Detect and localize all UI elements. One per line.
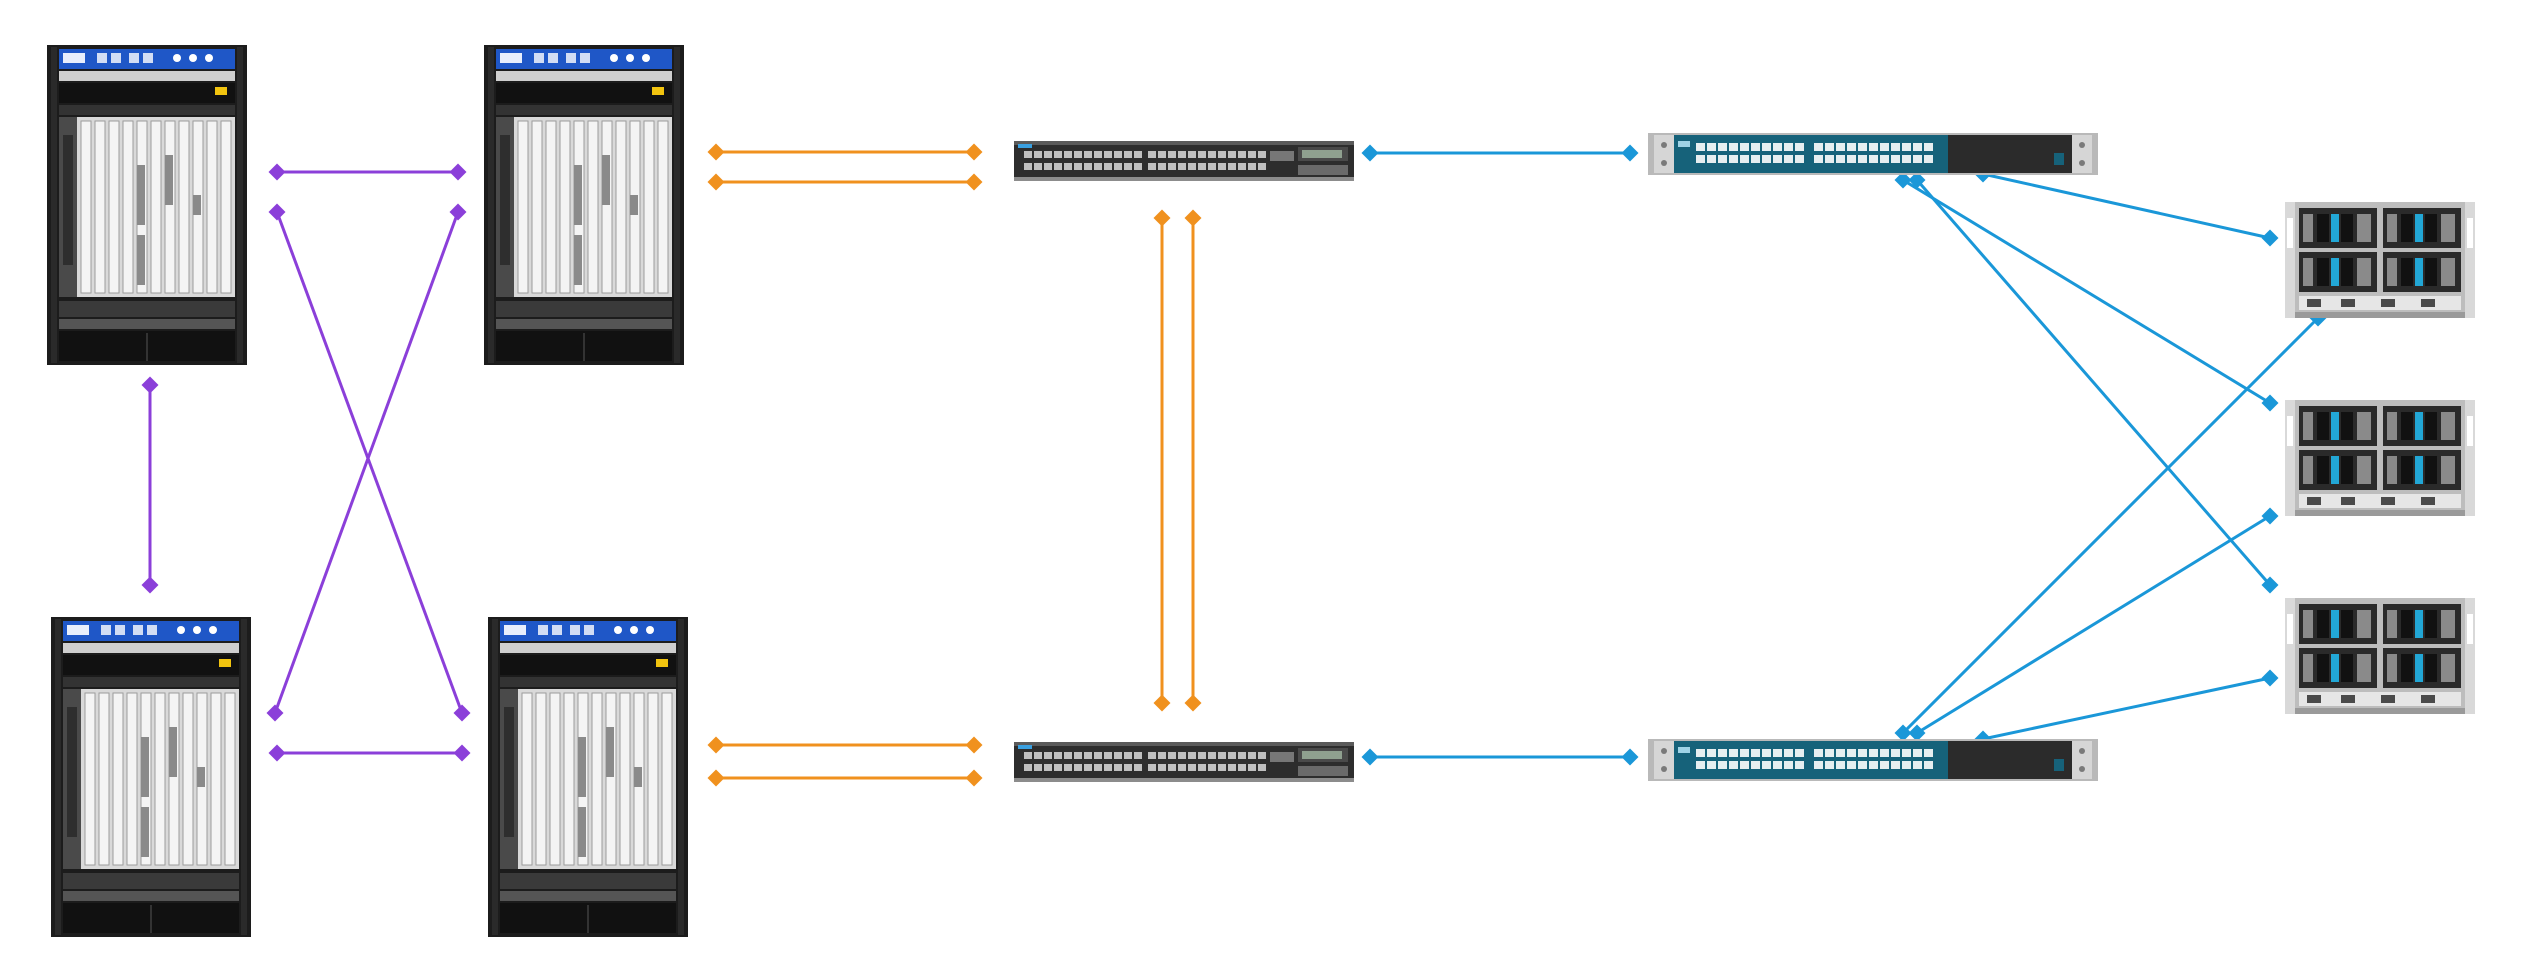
link-endpoint-diamond — [1361, 144, 1379, 162]
link-endpoint-diamond — [707, 769, 725, 787]
link-line — [1902, 178, 2271, 405]
link-core-router-top-left-to-core-router-bottom-right — [268, 203, 471, 722]
link-endpoint-diamond — [965, 143, 983, 161]
aggregation-switches — [1014, 141, 1354, 782]
agg-switch-top[interactable] — [1014, 141, 1354, 181]
link-line — [1901, 316, 2320, 735]
blade-server-2[interactable] — [2285, 400, 2475, 516]
blade-server-3[interactable] — [2285, 598, 2475, 714]
link-agg-switch-top-to-access-switch-top — [1361, 144, 1639, 162]
link-endpoint-diamond — [2261, 229, 2279, 247]
link-core-router-top-left-to-core-router-bottom-left — [141, 376, 159, 594]
core-router-top-right[interactable] — [483, 44, 685, 366]
link-agg-switch-top-to-agg-switch-bottom — [1153, 209, 1171, 712]
blade-servers — [2285, 202, 2475, 714]
link-endpoint-diamond — [1184, 209, 1202, 227]
link-access-switch-bottom-to-blade-server-3 — [1974, 669, 2279, 748]
link-endpoint-diamond — [266, 704, 284, 722]
link-endpoint-diamond — [2261, 394, 2279, 412]
access-switch-top[interactable] — [1648, 133, 2098, 175]
link-endpoint-diamond — [707, 143, 725, 161]
link-core-router-bottom-right-to-agg-switch-bottom — [707, 736, 983, 754]
blade-server-1[interactable] — [2285, 202, 2475, 318]
link-core-router-top-left-to-core-router-top-right — [268, 163, 467, 181]
link-line — [1982, 172, 2271, 240]
core-router-bottom-left[interactable] — [50, 616, 252, 938]
link-core-router-bottom-right-to-agg-switch-bottom — [707, 769, 983, 787]
link-endpoint-diamond — [1621, 748, 1639, 766]
link-endpoint-diamond — [1184, 694, 1202, 712]
link-endpoint-diamond — [2261, 576, 2279, 594]
link-core-router-top-right-to-core-router-bottom-left — [266, 203, 467, 722]
link-endpoint-diamond — [453, 744, 471, 762]
link-line — [275, 211, 464, 714]
links-layer — [141, 143, 2327, 787]
access-switches — [1648, 133, 2098, 781]
link-endpoint-diamond — [1153, 694, 1171, 712]
link-endpoint-diamond — [965, 173, 983, 191]
link-endpoint-diamond — [2261, 669, 2279, 687]
link-core-router-top-right-to-agg-switch-top — [707, 173, 983, 191]
link-endpoint-diamond — [965, 769, 983, 787]
core-router-bottom-right[interactable] — [487, 616, 689, 938]
link-line — [273, 211, 460, 714]
link-endpoint-diamond — [965, 736, 983, 754]
link-line — [1982, 676, 2271, 741]
link-endpoint-diamond — [268, 203, 286, 221]
link-access-switch-top-to-blade-server-1 — [1974, 165, 2279, 247]
core-routers — [46, 44, 689, 938]
link-endpoint-diamond — [707, 736, 725, 754]
link-agg-switch-bottom-to-access-switch-bottom — [1361, 748, 1639, 766]
access-switch-bottom[interactable] — [1648, 739, 2098, 781]
core-router-top-left[interactable] — [46, 44, 248, 366]
link-endpoint-diamond — [268, 744, 286, 762]
link-endpoint-diamond — [449, 163, 467, 181]
link-core-router-top-right-to-agg-switch-top — [707, 143, 983, 161]
link-access-switch-top-to-blade-server-3 — [1908, 171, 2279, 594]
link-agg-switch-top-to-agg-switch-bottom — [1184, 209, 1202, 712]
link-endpoint-diamond — [2261, 507, 2279, 525]
agg-switch-bottom[interactable] — [1014, 742, 1354, 782]
link-endpoint-diamond — [1621, 144, 1639, 162]
link-endpoint-diamond — [1361, 748, 1379, 766]
link-endpoint-diamond — [1153, 209, 1171, 227]
link-endpoint-diamond — [141, 376, 159, 394]
link-endpoint-diamond — [449, 203, 467, 221]
link-endpoint-diamond — [268, 163, 286, 181]
link-endpoint-diamond — [453, 704, 471, 722]
link-line — [1915, 179, 2272, 586]
link-endpoint-diamond — [1894, 724, 1912, 742]
link-endpoint-diamond — [1908, 724, 1926, 742]
link-core-router-bottom-left-to-core-router-bottom-right — [268, 744, 471, 762]
link-endpoint-diamond — [707, 173, 725, 191]
link-access-switch-bottom-to-blade-server-1 — [1894, 309, 2327, 742]
link-line — [1916, 514, 2271, 735]
link-endpoint-diamond — [141, 576, 159, 594]
